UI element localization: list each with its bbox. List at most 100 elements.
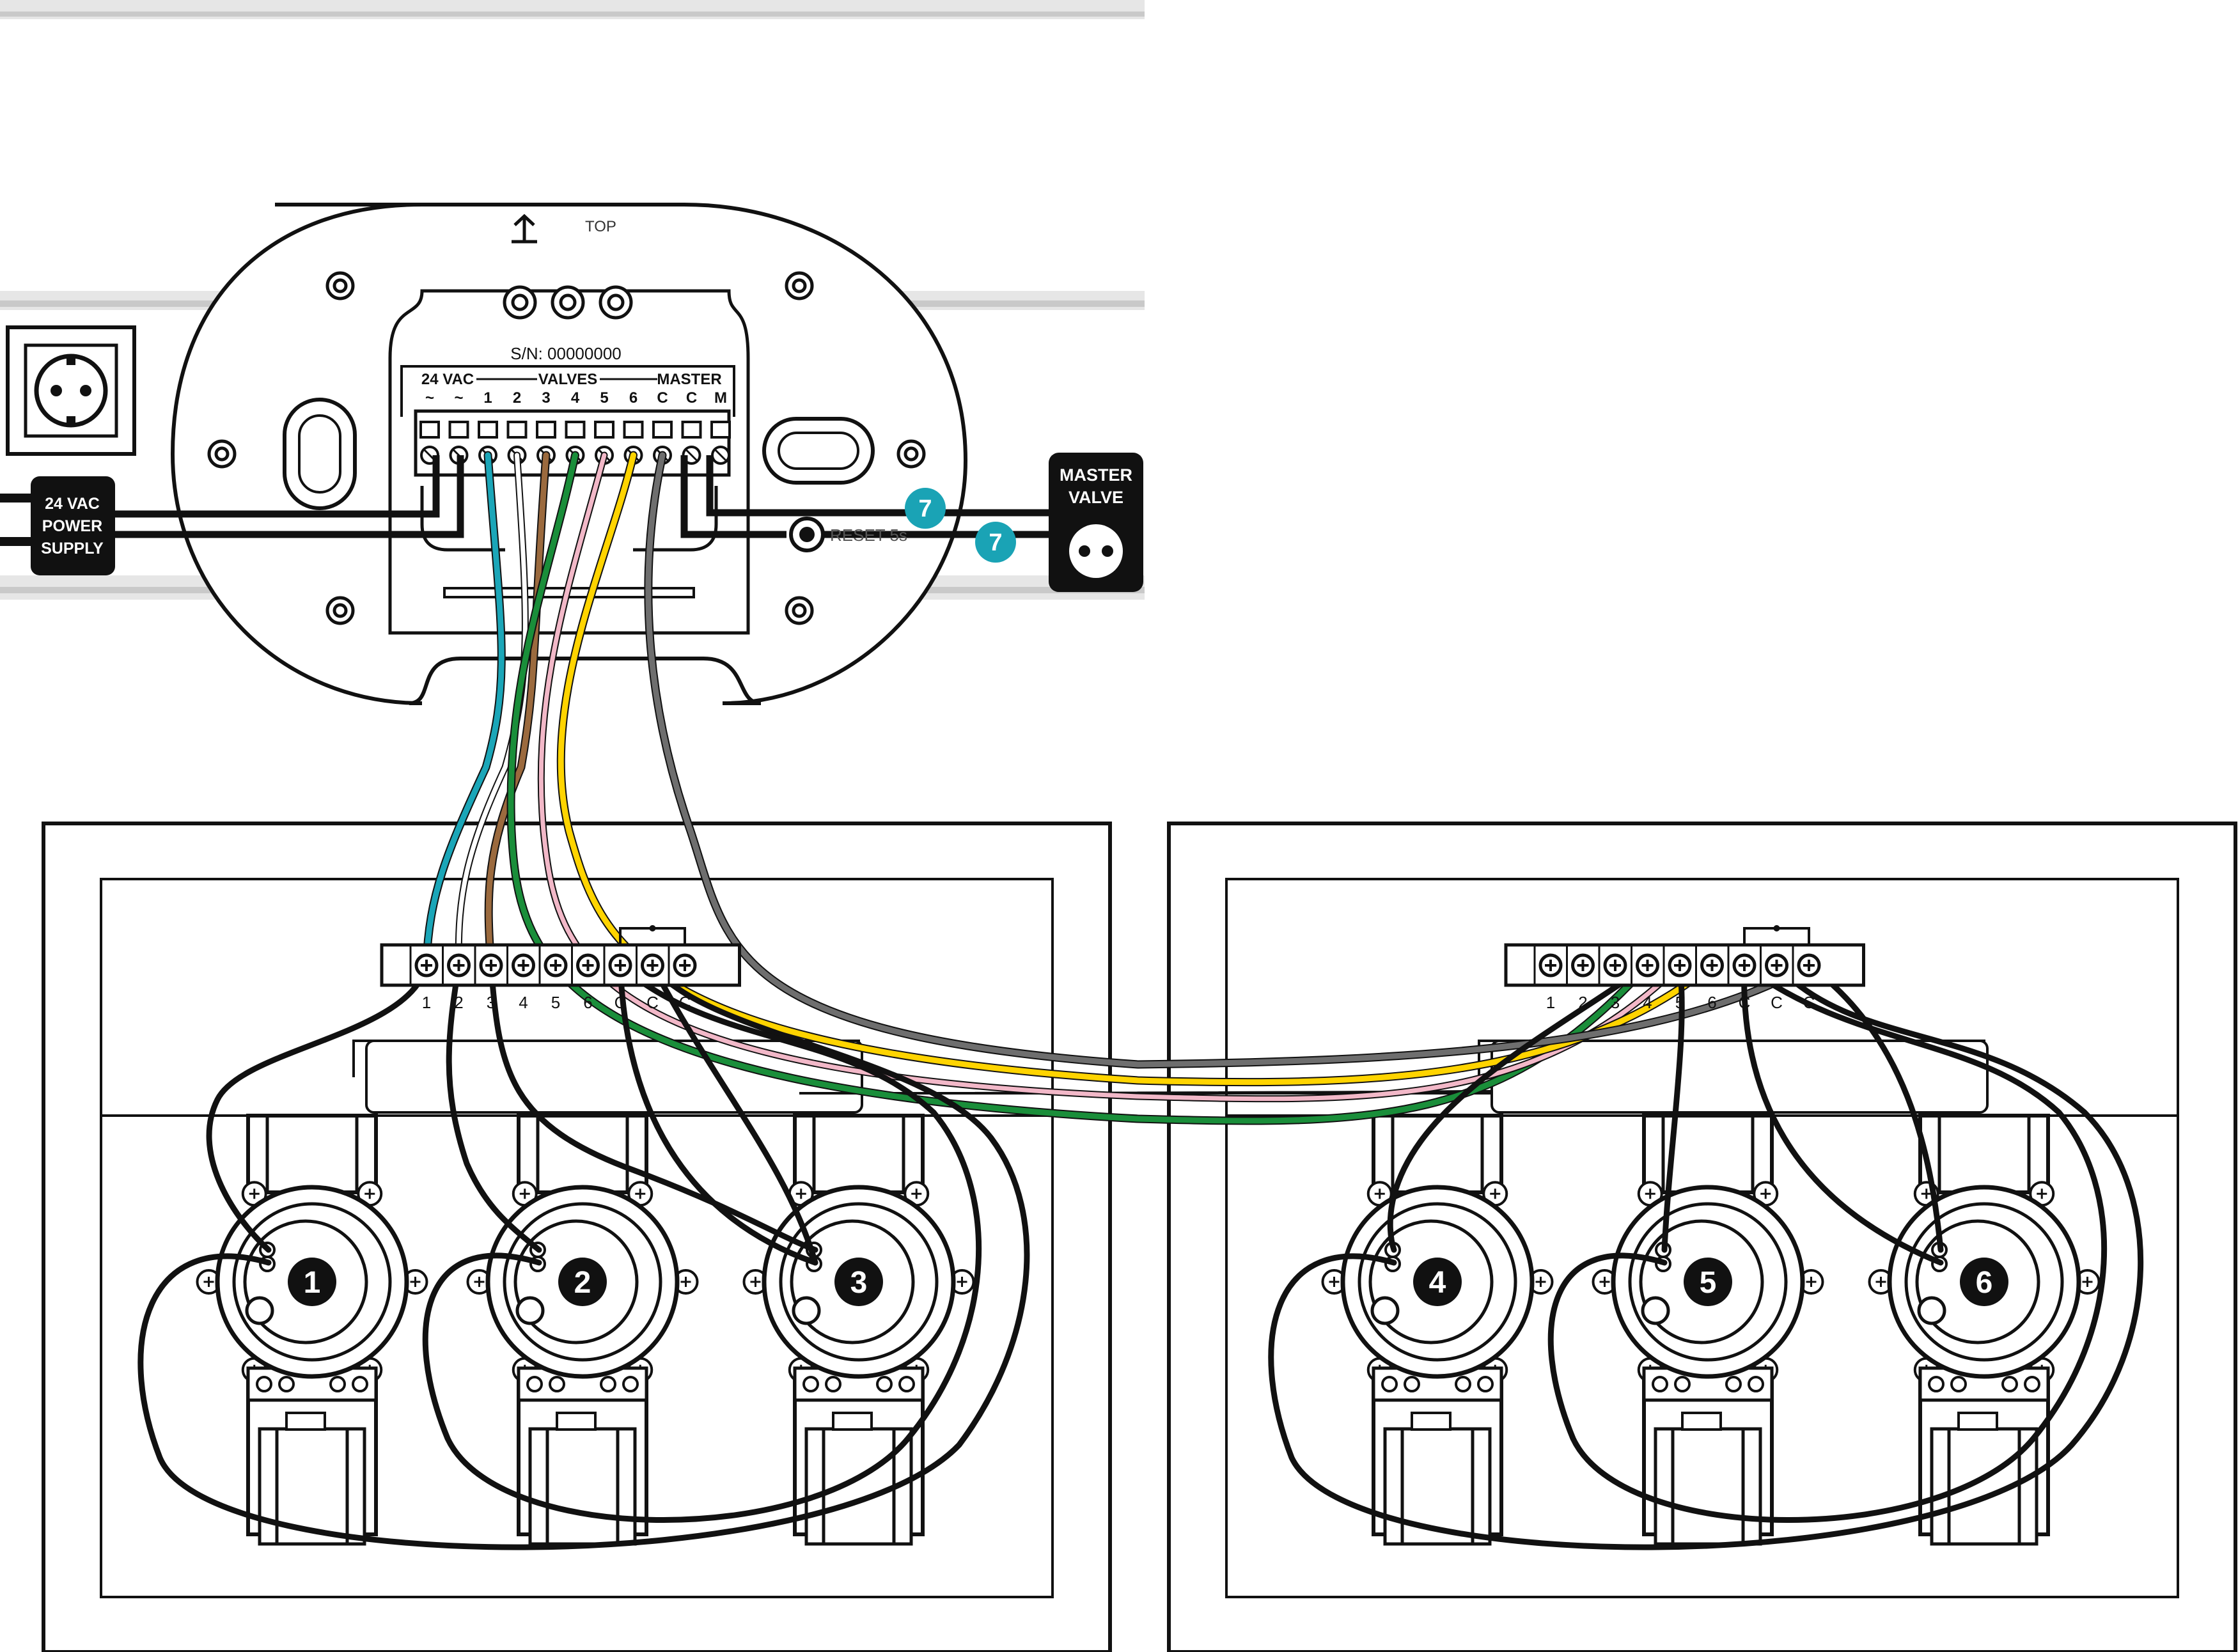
box-terminal-label: 6 [1707,993,1716,1012]
box-terminal-label: C [1803,993,1815,1012]
callout-badge: 7 [905,488,946,529]
box-terminal-screw [1603,953,1627,978]
controller-terminal-label: 3 [542,389,550,407]
box-terminal-label: 4 [1643,993,1652,1012]
box-terminal-label: C [646,993,659,1012]
valve-number-badge: 6 [1960,1258,2008,1306]
solenoid-valve: 1 [196,1114,428,1546]
box-terminal-label: 2 [1578,993,1587,1012]
box-terminal-screw [1732,953,1757,978]
solenoid-valve: 3 [742,1114,975,1546]
box-terminal-screw [1700,953,1724,978]
controller-terminal-screw [565,421,586,465]
valve-number-badge: 5 [1684,1258,1732,1306]
wire-black [1268,962,2144,1550]
callout-badge: 7 [975,522,1016,563]
power-cables [115,455,464,538]
serial-number: S/N: 00000000 [510,344,621,363]
box-terminal-screw [1571,953,1595,978]
box-terminal-label: 3 [1611,993,1620,1012]
master-valve: MASTER VALVE [1049,453,1143,592]
controller-terminal-label: M [714,389,727,407]
svg-text:7: 7 [918,495,932,522]
box-terminal-label: 4 [519,993,528,1012]
wire-black [617,962,818,1266]
svg-text:1: 1 [304,1266,321,1300]
top-knob-icon [503,285,633,320]
box-terminal-label: C [1771,993,1783,1012]
controller-terminal-screw [652,421,673,465]
svg-text:4: 4 [1429,1266,1446,1300]
wire [558,452,1715,1086]
wire-black [488,962,818,1253]
controller-terminal-label: C [686,389,697,407]
controller-terminal-label: ~ [425,389,434,407]
box-terminal-screw [608,953,632,978]
wire-black [137,962,1030,1550]
power-supply-line2: POWER [42,517,102,535]
svg-text:7: 7 [989,529,1002,556]
mounting-screw-icon [207,271,926,625]
box-terminal-screw [1538,953,1563,978]
controller-terminal-label: 4 [571,389,580,407]
wire [508,452,1650,1124]
box-terminal-label: 5 [1675,993,1684,1012]
box-terminal-label: C [1739,993,1751,1012]
controller-terminal-screw [681,421,702,465]
controller-terminal-label: 2 [513,389,521,407]
box-terminal-label: C [679,993,691,1012]
wire-black [1387,962,1650,1253]
controller-terminal-label: 1 [483,389,492,407]
box-terminal-label: C [614,993,627,1012]
wire-black [446,962,542,1253]
valve-number-badge: 4 [1413,1258,1462,1306]
group-label-master: MASTER [657,371,721,388]
wall-socket-icon [6,325,136,456]
wire-black [206,962,430,1253]
box-terminal-label: 6 [583,993,592,1012]
box-terminal-screw [1668,953,1692,978]
reset-button[interactable] [789,517,825,552]
box-terminal-label: 3 [487,993,496,1012]
controller-terminal-label: C [657,389,668,407]
power-supply-line3: SUPPLY [41,540,104,557]
group-label-valves: VALVES [538,371,597,388]
box-terminal-screw [544,953,568,978]
power-supply-line1: 24 VAC [45,495,100,513]
box-right-terminal-strip: 1 2 3 4 5 6 C C C [1504,925,1865,1012]
wire-black [1741,962,1944,1266]
box-terminal-label: 1 [422,993,431,1012]
wire [645,452,1812,1068]
box-terminal-label: 5 [551,993,560,1012]
box-terminal-screw [1797,953,1821,978]
box-terminal-screw [512,953,535,978]
controller-terminal-label: 6 [629,389,638,407]
solenoid-valve: 2 [466,1114,699,1546]
top-label: TOP [585,218,616,235]
box-terminal-screw [641,953,664,978]
box-terminal-screw [576,953,600,978]
box-terminal-screw [447,953,471,978]
master-valve-line1: MASTER [1060,465,1132,485]
box-terminal-screw [1636,953,1659,978]
controller-terminal-label: ~ [454,389,463,407]
valve-number-badge: 2 [558,1258,607,1306]
wire-black [650,962,818,1266]
box-terminal-label: 1 [1546,993,1555,1012]
box-terminal-screw [673,953,697,978]
valve-number-badge: 1 [288,1258,336,1306]
wire [423,452,505,969]
up-arrow-icon [512,214,537,244]
solenoid-valve: 5 [1592,1114,1824,1546]
master-valve-line2: VALVE [1068,488,1123,507]
wire-black [1547,962,2108,1523]
wires [137,451,2144,1550]
wire-black [1661,962,1685,1253]
wire-black [422,962,982,1523]
group-label-24vac: 24 VAC [421,371,474,388]
wire [485,452,549,969]
box-terminal-label: 2 [454,993,463,1012]
valve-number-badge: 3 [834,1258,883,1306]
